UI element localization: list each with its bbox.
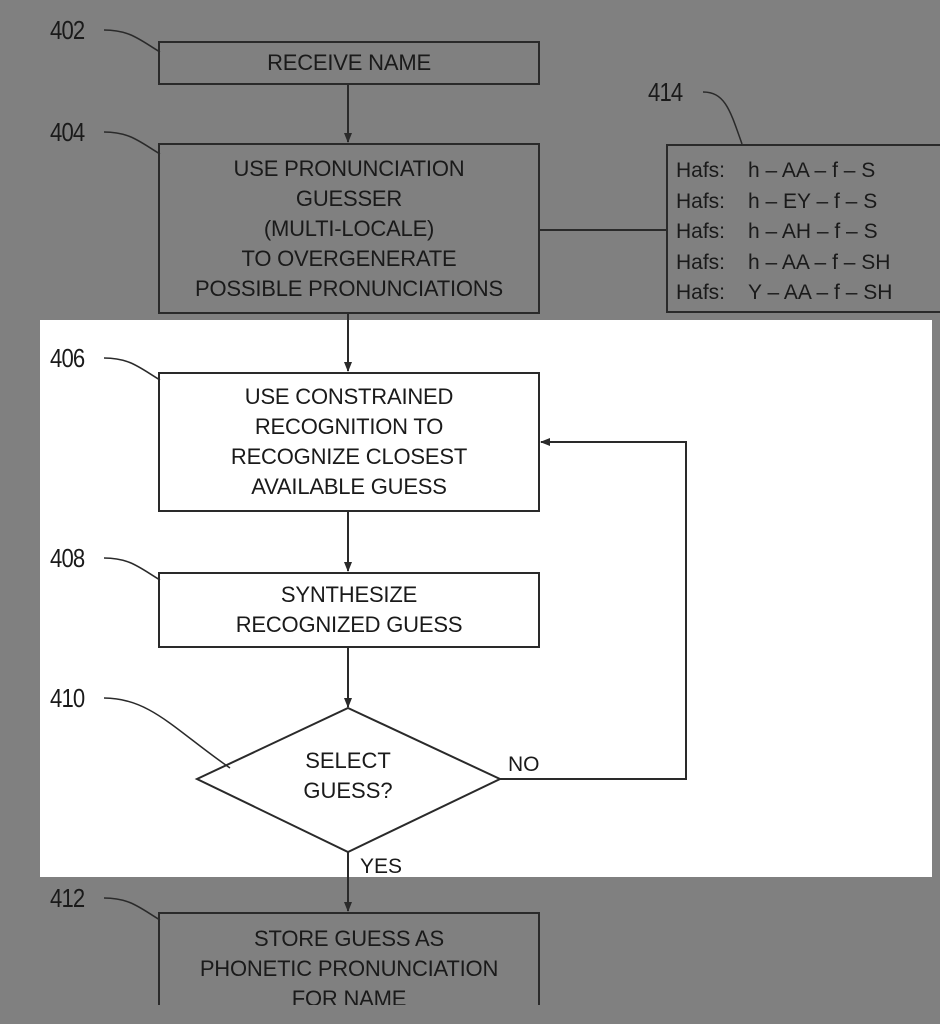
step-412-store-guess: STORE GUESS AS PHONETIC PRONUNCIATION FO… bbox=[158, 912, 540, 1005]
leader-414 bbox=[702, 91, 743, 145]
decision-diamond-410 bbox=[194, 706, 503, 854]
pron-phones: h – AA – f – S bbox=[748, 159, 876, 182]
pron-name: Hafs: bbox=[676, 281, 726, 304]
pronunciation-row: Hafs: h – AH – f – S bbox=[676, 217, 940, 248]
ref-404: 404 bbox=[50, 117, 85, 147]
pronunciation-row: Hafs: h – AA – f – SH bbox=[676, 248, 940, 279]
ref-412: 412 bbox=[50, 883, 85, 913]
highlighted-region bbox=[40, 320, 932, 877]
step-410-line: SELECT bbox=[305, 748, 391, 773]
leader-408 bbox=[103, 557, 161, 581]
pronunciation-row: Hafs: Y – AA – f – SH bbox=[676, 278, 940, 309]
ref-408: 408 bbox=[50, 543, 85, 573]
pron-phones: Y – AA – f – SH bbox=[748, 281, 893, 304]
step-404-line: (MULTI-LOCALE) bbox=[263, 215, 435, 241]
step-404-line: GUESSER bbox=[295, 185, 403, 211]
step-404-pronunciation-guesser: USE PRONUNCIATION GUESSER (MULTI-LOCALE)… bbox=[158, 143, 540, 314]
edge-label-yes: YES bbox=[360, 855, 403, 878]
step-412-line: FOR NAME bbox=[291, 986, 407, 1005]
step-406-line: RECOGNIZE CLOSEST bbox=[230, 444, 468, 469]
ref-402: 402 bbox=[50, 15, 85, 45]
step-412-line: PHONETIC PRONUNCIATION bbox=[199, 956, 499, 981]
step-408-line: SYNTHESIZE bbox=[280, 582, 418, 607]
leader-406 bbox=[103, 357, 161, 381]
pronunciation-row: Hafs: h – AA – f – S bbox=[676, 156, 940, 187]
pron-phones: h – EY – f – S bbox=[748, 189, 878, 213]
step-406-constrained-recognition: USE CONSTRAINED RECOGNITION TO RECOGNIZE… bbox=[158, 372, 540, 512]
step-406-line: AVAILABLE GUESS bbox=[251, 474, 447, 499]
step-408-line: RECOGNIZED GUESS bbox=[235, 612, 463, 637]
pron-name: Hafs: bbox=[676, 189, 726, 213]
pron-name: Hafs: bbox=[676, 220, 726, 243]
ref-410: 410 bbox=[50, 683, 85, 713]
leader-404 bbox=[103, 131, 161, 155]
ref-406: 406 bbox=[50, 343, 85, 373]
leader-402 bbox=[103, 29, 161, 53]
step-404-line: TO OVERGENERATE bbox=[241, 245, 457, 271]
step-412-line: STORE GUESS AS bbox=[254, 926, 444, 951]
pronunciation-row: Hafs: h – EY – f – S bbox=[676, 187, 940, 218]
step-408-synthesize: SYNTHESIZE RECOGNIZED GUESS bbox=[158, 572, 540, 648]
leader-412 bbox=[103, 897, 161, 921]
step-410-line: GUESS? bbox=[303, 778, 393, 803]
pronunciation-candidates-414: Hafs:h – AA – f – S Hafs:h – EY – f – S … bbox=[666, 144, 940, 313]
ref-414: 414 bbox=[648, 77, 683, 107]
edge-label-no: NO bbox=[508, 753, 540, 776]
step-402-line: RECEIVE NAME bbox=[267, 50, 431, 75]
loop-back-no bbox=[500, 438, 687, 780]
pron-phones: h – AA – f – SH bbox=[748, 250, 891, 274]
pron-name: Hafs: bbox=[676, 159, 726, 182]
step-402-receive-name: RECEIVE NAME bbox=[158, 41, 540, 85]
step-404-line: USE PRONUNCIATION bbox=[233, 155, 465, 181]
pron-phones: h – AH – f – S bbox=[748, 220, 878, 243]
leader-410 bbox=[103, 697, 231, 769]
step-404-line: POSSIBLE PRONUNCIATIONS bbox=[195, 275, 503, 301]
step-406-line: USE CONSTRAINED bbox=[244, 384, 454, 409]
step-410-select-guess: SELECT GUESS? bbox=[268, 746, 428, 806]
step-406-line: RECOGNITION TO bbox=[254, 414, 444, 439]
pron-name: Hafs: bbox=[676, 250, 726, 274]
